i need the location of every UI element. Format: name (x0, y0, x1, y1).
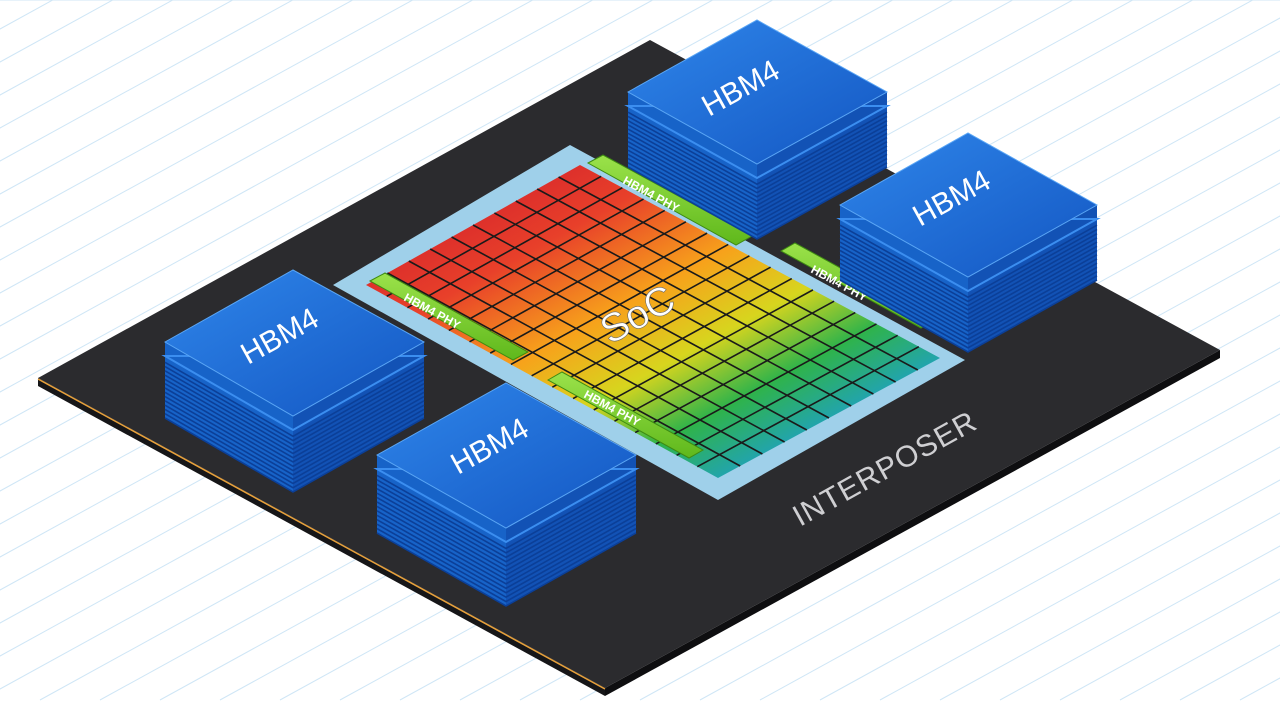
soc-grid-line (472, 224, 830, 419)
hbm-layer-line (839, 258, 1098, 332)
hbm-layer-line (376, 519, 637, 594)
hbm-layer-line (839, 275, 1098, 349)
hbm-layer-line (164, 404, 425, 481)
hbm-layer-line (376, 505, 637, 581)
hbm-layer-line (376, 527, 637, 603)
hbm-layer-line (627, 132, 888, 207)
hbm-layer-line (839, 241, 1098, 315)
hbm-layer-line (839, 245, 1098, 320)
hbm-layer-line (164, 400, 425, 476)
hbm-stack: HBM4 (624, 19, 891, 240)
hbm-layer-line (164, 378, 425, 455)
hbm-layer-line (376, 492, 637, 568)
hbm-layer-line (839, 237, 1098, 311)
hbm-layer-line (164, 374, 425, 451)
interposer-edge-front (38, 378, 605, 696)
hbm-layer-line (627, 149, 888, 224)
hbm-layer-line (839, 270, 1098, 345)
hbm-top (626, 19, 889, 165)
hbm-layer-line (376, 496, 637, 572)
grid-line (0, 0, 80, 700)
soc-grid-line (429, 248, 785, 443)
hbm-layer-line (627, 128, 888, 202)
soc-grid-line (536, 188, 896, 383)
hbm-stack: HBM4 (373, 382, 640, 607)
hbm-layer-line (627, 166, 888, 240)
grid-line (639, 347, 1280, 701)
hbm-layer-line (627, 124, 888, 198)
hbm-layer-line (164, 383, 425, 459)
grid-line (0, 0, 714, 393)
hbm-top (163, 269, 426, 417)
hbm-layer-line (839, 249, 1098, 324)
grid-line (939, 512, 1280, 701)
hbm-layer-line (839, 224, 1098, 299)
hbm-layer-line (164, 361, 425, 438)
interposer-edge-right (605, 350, 1220, 696)
soc-grid-line (558, 176, 919, 371)
hbm-layer-line (376, 479, 637, 554)
grid-line (699, 380, 1280, 701)
hbm-layer-line (164, 408, 425, 485)
hbm-stack: HBM4 (161, 269, 428, 493)
hbm-layer-line (627, 115, 888, 190)
interposer-edge-highlight (37, 378, 606, 690)
hbm-layer-line (376, 488, 637, 563)
hbm-layer-line (164, 387, 425, 463)
hbm-layer-line (839, 254, 1098, 328)
grid-line (0, 0, 534, 294)
hbm-layer-line (164, 365, 425, 442)
hbm-stack: HBM4 (836, 132, 1101, 353)
hbm-layer-line (376, 501, 637, 576)
grid-line (879, 479, 1280, 701)
soc-die: SoC (333, 145, 965, 500)
hbm-layer-line (627, 111, 888, 186)
soc-grid-line (408, 260, 763, 455)
soc-grid-line (494, 212, 852, 407)
hbm-layer-line (376, 483, 637, 559)
hbm-layer-line (376, 523, 637, 599)
soc-grid-lines (386, 175, 920, 468)
hbm-layer-line (376, 532, 637, 607)
grid-line (1239, 677, 1280, 701)
soc-grid-line (451, 236, 808, 431)
soc-grid-line (387, 272, 741, 467)
hbm-layer-line (627, 119, 888, 194)
hbm-layer-line (164, 370, 425, 446)
hbm-layer-line (376, 510, 637, 585)
hbm-layer-line (627, 157, 888, 232)
hbm-layer-line (164, 413, 425, 489)
hbm-top (375, 382, 638, 529)
grid-line (819, 446, 1280, 701)
hbm-top (838, 132, 1099, 278)
hbm-layer-line (839, 266, 1098, 341)
hbm-layer-line (839, 232, 1098, 307)
hbm-layer-line (376, 474, 637, 550)
grid-line (999, 545, 1280, 701)
hbm-layer-line (839, 262, 1098, 337)
grid-line (0, 0, 594, 327)
hbm-layer-line (376, 514, 637, 590)
hbm-layer-line (839, 279, 1098, 353)
soc-grid-line (515, 200, 874, 395)
hbm-layer-line (164, 395, 425, 472)
hbm-layer-line (627, 153, 888, 228)
hbm-layer-line (627, 162, 888, 236)
hbm-layer-line (627, 141, 888, 215)
grid-line (0, 0, 654, 360)
grid-line (759, 413, 1280, 701)
hbm-layer-line (627, 136, 888, 211)
hbm-layer-line (164, 391, 425, 468)
hbm-layer-line (627, 145, 888, 219)
hbm-layer-line (839, 228, 1098, 303)
hbm-layer-line (164, 417, 425, 493)
